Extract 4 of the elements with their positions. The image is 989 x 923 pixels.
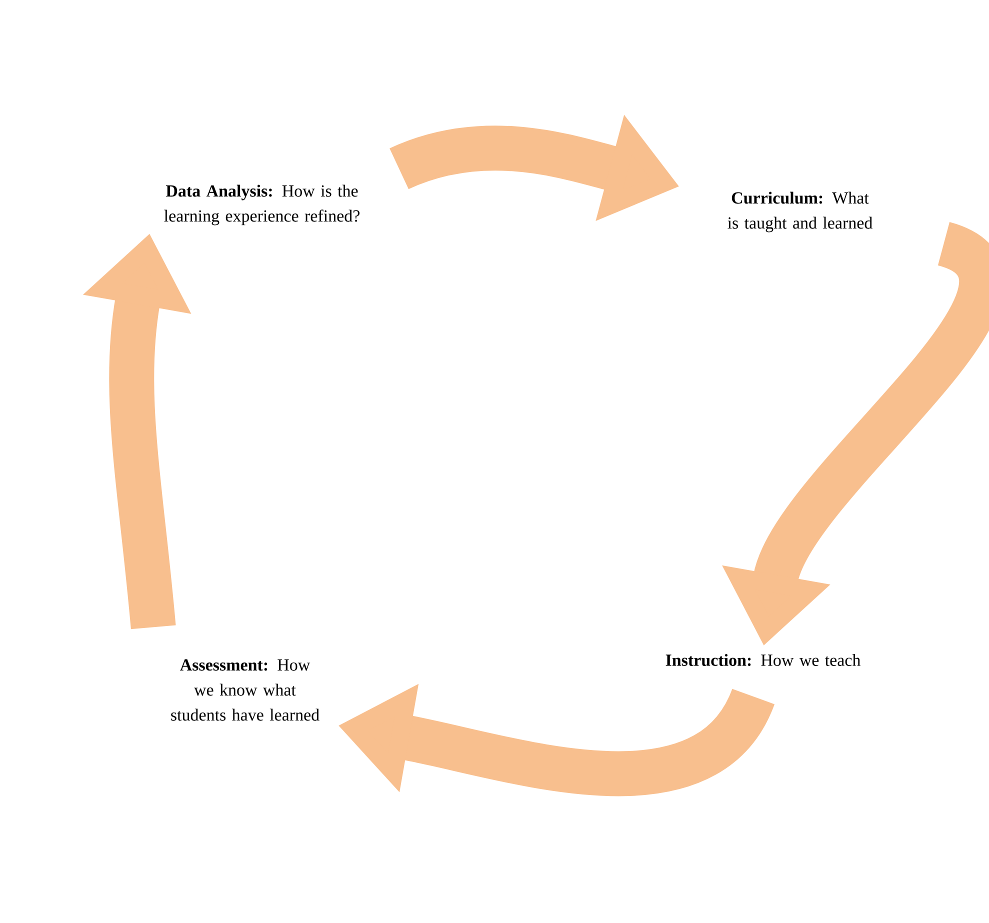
stage-text: Assessment: How we know what students have learned [171, 659, 320, 721]
stage-text: Curriculum: What is taught and learned [728, 192, 872, 232]
stage-text: Data Analysis: How is the learning experience refined? [164, 184, 360, 226]
stage-text: Instruction: How we teach [666, 654, 860, 666]
